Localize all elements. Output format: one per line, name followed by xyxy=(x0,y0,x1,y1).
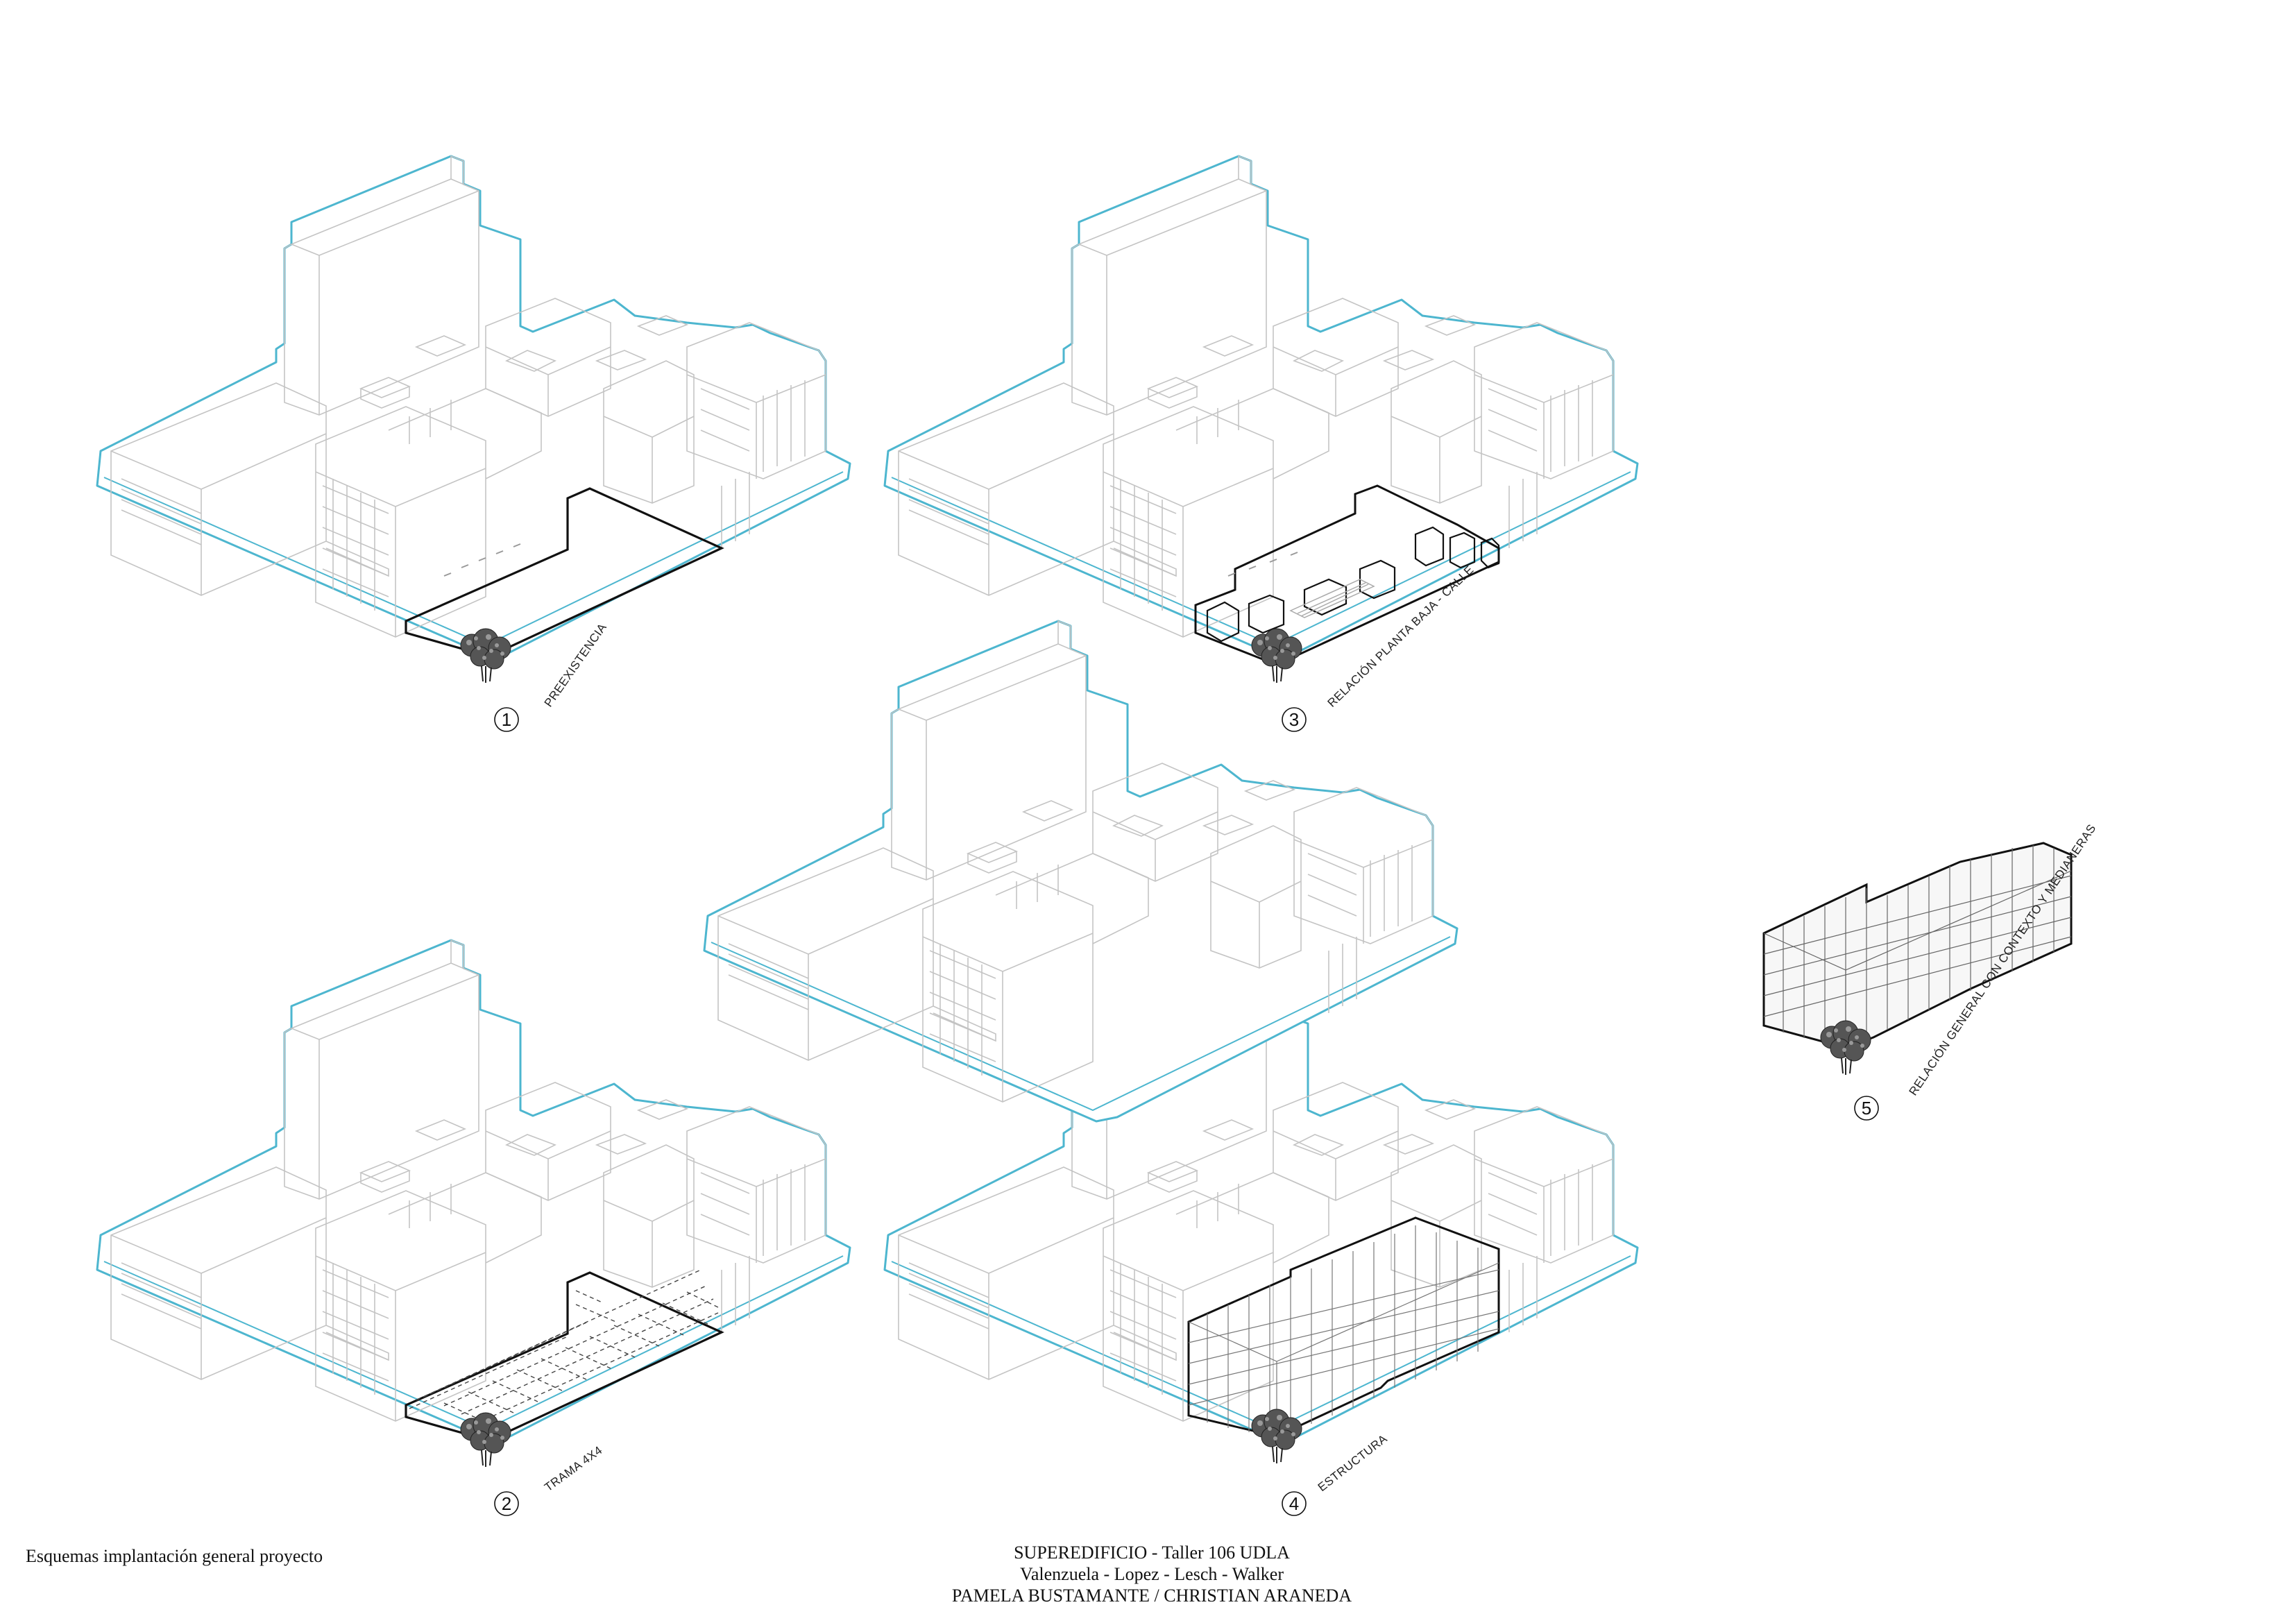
panel-1-preexistencia: PREEXISTENCIA 1 xyxy=(96,155,851,732)
step-circle xyxy=(494,1491,519,1516)
panel-label: PREEXISTENCIA xyxy=(542,621,609,710)
step-number: 4 xyxy=(1289,1493,1299,1514)
step-circle xyxy=(1854,1096,1879,1121)
title-block: SUPEREDIFICIO - Taller 106 UDLA Valenzue… xyxy=(833,1542,1471,1606)
step-circle xyxy=(1282,1491,1307,1516)
panel-5-relacion-general: RELACIÓN GENERAL CON CONTEXTO Y MEDIANER… xyxy=(703,620,2099,1123)
panel-label: TRAMA 4X4 xyxy=(542,1443,604,1494)
professors: PAMELA BUSTAMANTE / CHRISTIAN ARANEDA xyxy=(951,1586,1352,1606)
step-number: 5 xyxy=(1862,1098,1871,1119)
step-circle xyxy=(1282,707,1307,732)
sheet-title: Esquemas implantación general proyecto xyxy=(26,1546,323,1566)
step-number: 3 xyxy=(1289,709,1299,730)
step-number: 1 xyxy=(502,709,511,730)
project-title: SUPEREDIFICIO - Taller 106 UDLA xyxy=(1014,1543,1290,1563)
panel-2-trama: TRAMA 4X4 2 xyxy=(96,939,851,1516)
step-circle xyxy=(494,707,519,732)
team-names: Valenzuela - Lopez - Lesch - Walker xyxy=(1019,1564,1284,1584)
step-number: 2 xyxy=(502,1493,511,1514)
panel-label: ESTRUCTURA xyxy=(1316,1431,1390,1494)
